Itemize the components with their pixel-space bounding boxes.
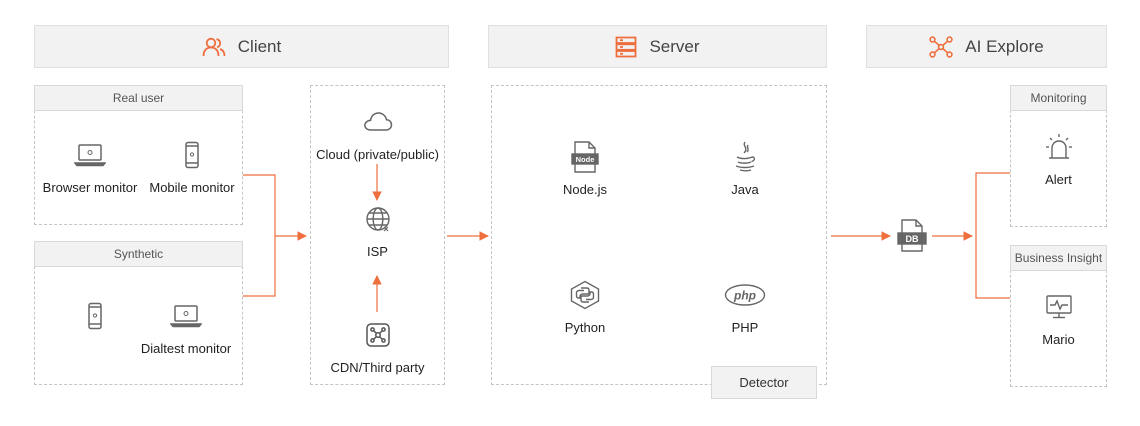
isp-label: ISP <box>367 244 388 259</box>
nodejs-label: Node.js <box>562 182 608 197</box>
mario-node: Mario <box>1010 290 1107 347</box>
synthetic-connector <box>243 236 276 297</box>
cdn-icon <box>365 318 391 352</box>
synthetic-mobile <box>65 299 125 341</box>
alert-label: Alert <box>1045 172 1072 187</box>
ai-explore-header: AI Explore <box>866 25 1107 68</box>
laptop-icon <box>74 138 106 172</box>
server-header: Server <box>488 25 827 68</box>
browser-monitor: Browser monitor <box>38 138 142 195</box>
network-panel <box>310 85 445 385</box>
python-icon <box>569 278 601 312</box>
business-insight-tag-label: Business Insight <box>1014 251 1103 265</box>
synthetic-tag-label: Synthetic <box>113 247 164 261</box>
python-node: Python <box>540 278 630 335</box>
svg-text:Node: Node <box>576 155 595 164</box>
cloud-icon <box>363 105 393 139</box>
php-node: php PHP <box>700 278 790 335</box>
java-icon <box>732 140 758 174</box>
server-icon <box>615 36 637 58</box>
mobile-monitor: Mobile monitor <box>142 138 242 195</box>
cloud-label: Cloud (private/public) <box>316 147 439 162</box>
java-label: Java <box>731 182 759 197</box>
python-label: Python <box>564 320 606 335</box>
browser-monitor-label: Browser monitor <box>42 180 138 195</box>
ai-branch-connector <box>975 172 1010 299</box>
users-icon <box>202 37 226 57</box>
server-header-label: Server <box>649 36 700 56</box>
mobile-icon <box>184 138 200 172</box>
cdn-label: CDN/Third party <box>330 360 425 375</box>
client-header-label: Client <box>237 36 282 56</box>
synthetic-tag: Synthetic <box>34 241 243 267</box>
db-label: DB <box>906 234 919 244</box>
java-node: Java <box>700 140 790 197</box>
network-icon <box>929 35 953 58</box>
php-icon: php <box>724 278 766 312</box>
monitoring-tag: Monitoring <box>1010 85 1107 111</box>
database-file-icon: DB <box>896 218 928 254</box>
cloud-node: Cloud (private/public) <box>312 105 443 162</box>
real-user-tag: Real user <box>34 85 243 111</box>
svg-text:php: php <box>733 289 756 303</box>
mobile-icon <box>87 299 103 333</box>
php-label: PHP <box>731 320 759 335</box>
real-user-tag-label: Real user <box>112 91 165 105</box>
cdn-node: CDN/Third party <box>312 318 443 375</box>
laptop-icon <box>170 299 202 333</box>
ai-explore-header-label: AI Explore <box>965 36 1044 56</box>
isp-node: ISP <box>312 202 443 259</box>
globe-icon <box>364 202 392 236</box>
mario-label: Mario <box>1042 332 1075 347</box>
mobile-monitor-label: Mobile monitor <box>149 180 235 195</box>
detector-label: Detector <box>739 375 789 390</box>
monitor-chart-icon <box>1045 290 1073 324</box>
detector-badge: Detector <box>711 366 817 399</box>
real-user-connector <box>243 174 276 236</box>
server-panel <box>491 85 827 385</box>
alarm-light-icon <box>1044 130 1074 164</box>
dialtest-monitor: Dialtest monitor <box>134 299 238 356</box>
client-header: Client <box>34 25 449 68</box>
monitoring-tag-label: Monitoring <box>1030 91 1087 105</box>
dialtest-monitor-label: Dialtest monitor <box>140 341 232 356</box>
business-insight-tag: Business Insight <box>1010 245 1107 271</box>
nodejs-icon: Node <box>570 140 600 174</box>
alert-node: Alert <box>1010 130 1107 187</box>
nodejs-node: Node Node.js <box>540 140 630 197</box>
